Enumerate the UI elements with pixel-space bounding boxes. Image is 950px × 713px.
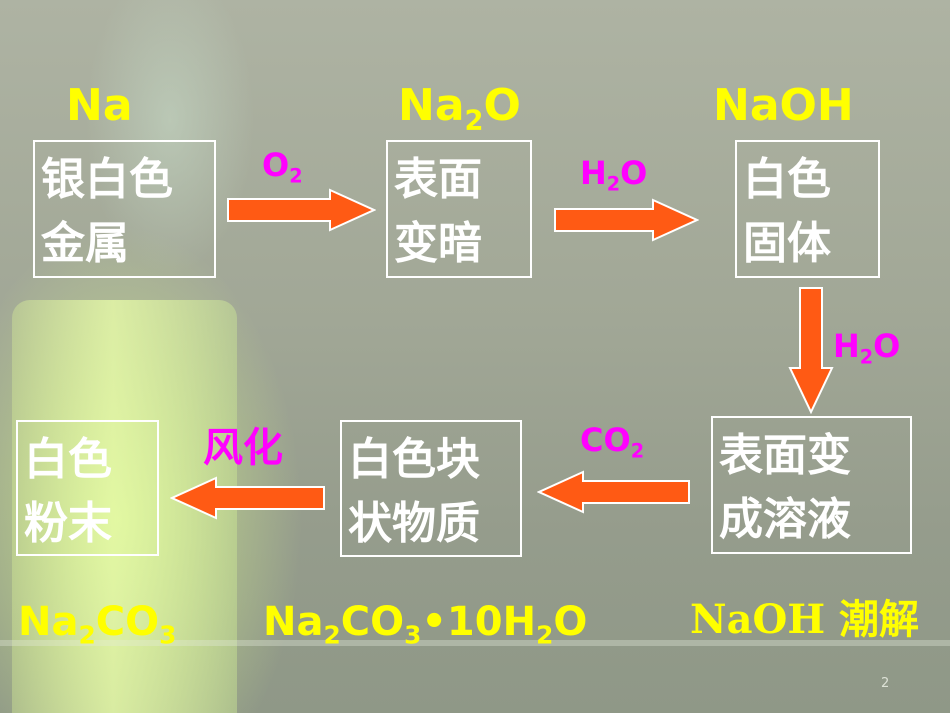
- node-white-powder: 白色 粉末: [16, 420, 159, 556]
- node-text-line: 变暗: [394, 218, 482, 269]
- node-text-line: 粉末: [24, 498, 112, 549]
- formula-na2co3: Na2CO3: [18, 599, 177, 650]
- node-text-line: 白色: [743, 154, 831, 205]
- formula-na2co3-10h2o: Na2CO3•10H2O: [263, 599, 588, 650]
- node-text-line: 白色块: [348, 434, 480, 485]
- condition-efflorescence: 风化: [203, 425, 283, 471]
- condition-h2o-2: H2O: [833, 327, 901, 369]
- node-surface-darkens: 表面 变暗: [386, 140, 532, 278]
- node-text-line: 成溶液: [719, 494, 851, 545]
- node-white-solid: 白色 固体: [735, 140, 880, 278]
- node-text-line: 表面变: [719, 430, 851, 481]
- node-text-line: 白色: [24, 434, 112, 485]
- node-text-line: 固体: [743, 218, 831, 269]
- page-number: 2: [881, 676, 890, 691]
- node-text-line: 表面: [394, 154, 482, 205]
- node-surface-solution: 表面变 成溶液: [711, 416, 912, 554]
- node-silver-metal: 银白色 金属: [33, 140, 216, 278]
- formula-naoh-serif: NaOH: [690, 596, 826, 643]
- node-text-line: 银白色: [41, 154, 173, 205]
- formula-naoh-deliquescence: NaOH 潮解: [690, 596, 920, 643]
- arrow-right-2: [554, 198, 699, 242]
- table-reflection: [0, 640, 950, 646]
- formula-naoh: NaOH: [713, 80, 854, 131]
- formula-na2o: Na2O: [398, 80, 521, 137]
- arrow-down: [788, 287, 834, 414]
- node-white-lumps: 白色块 状物质: [340, 420, 522, 557]
- formula-na: Na: [66, 80, 133, 131]
- arrow-left-1: [537, 470, 690, 514]
- node-text-line: 金属: [41, 218, 129, 269]
- condition-o2: O2: [262, 146, 303, 188]
- arrow-left-2: [170, 476, 325, 520]
- arrow-right-1: [227, 188, 376, 232]
- condition-h2o-1: H2O: [580, 154, 648, 196]
- node-text-line: 状物质: [348, 498, 480, 549]
- condition-co2: CO2: [580, 421, 645, 463]
